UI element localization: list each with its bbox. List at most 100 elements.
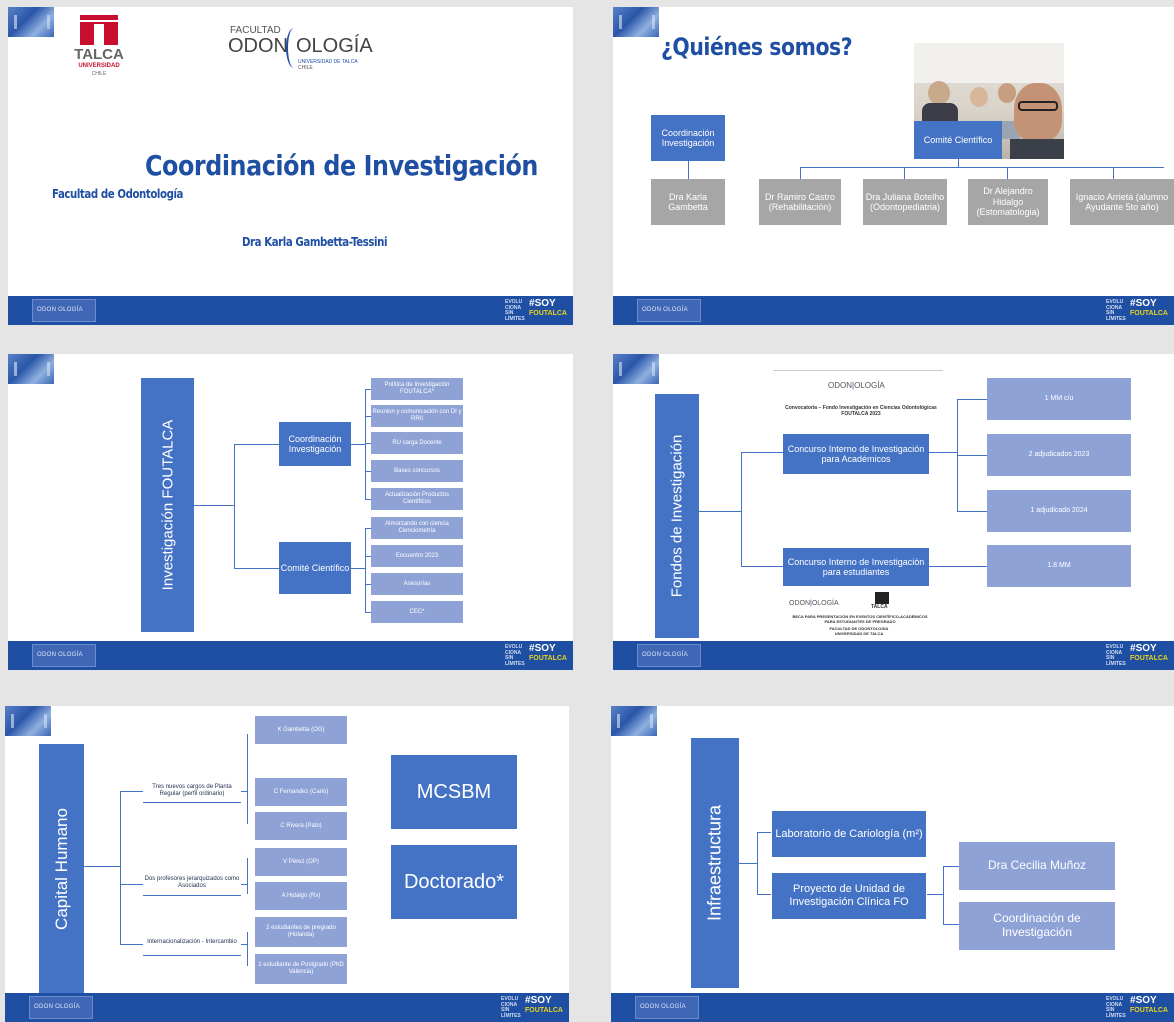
corner-building-image [8, 7, 54, 37]
committee-box: Comité Científico [914, 121, 1002, 159]
connector [741, 452, 742, 566]
connector [688, 161, 689, 179]
connector [957, 399, 987, 400]
connector [957, 455, 987, 456]
slide-title: ¿Quiénes somos? [661, 33, 853, 61]
connector [241, 791, 247, 792]
slide-footer: ODON OLOGÍA EVOLU CIONA SIN LÍMITES #SOY… [613, 641, 1174, 670]
connector [757, 832, 771, 833]
vertical-title-bar: Fondos de Investigación [655, 394, 699, 638]
talca-logo: TALCA UNIVERSIDAD CHILE [68, 15, 130, 85]
academics-box: Concurso Interno de Investigación para A… [783, 434, 929, 474]
group-label: Tres nuevos cargos de Planta Regular (pe… [143, 779, 241, 803]
talca-country: CHILE [91, 71, 107, 77]
slide-6[interactable]: Infraestructura Laboratorio de Cariologí… [611, 706, 1174, 1022]
connector [365, 389, 371, 390]
right-box: Dra Cecilia Muñoz [959, 842, 1115, 890]
footer-logo: ODON OLOGÍA [29, 996, 93, 1019]
footer-logo: ODON OLOGÍA [635, 996, 699, 1019]
connector [904, 167, 905, 179]
corner-building-image [5, 706, 51, 736]
footer-evoluciona: EVOLU CIONA SIN LÍMITES [505, 644, 525, 667]
corner-building-image [611, 706, 657, 736]
connector [1113, 167, 1114, 179]
connector [365, 528, 371, 529]
connector [365, 584, 371, 585]
hr-item: A Hidalgo (Rx) [255, 882, 347, 910]
slide-1[interactable]: TALCA UNIVERSIDAD CHILE FACULTAD ODON OL… [8, 7, 573, 325]
connector [757, 832, 758, 894]
hr-item: V Pérez (OP) [255, 848, 347, 876]
connector [84, 866, 120, 867]
doc-title: Convocatoria – Fondo Investigación en Ci… [785, 405, 937, 417]
slide-footer: ODON OLOGÍA EVOLU CIONA SIN LÍMITES #SOY… [5, 993, 569, 1022]
footer-logo: ODON OLOGÍA [32, 644, 96, 667]
connector [929, 566, 987, 567]
slide-2[interactable]: ¿Quiénes somos? Comité Científico Coordi… [613, 7, 1174, 325]
footer-evoluciona: EVOLU CIONA SIN LÍMITES [501, 996, 521, 1019]
vertical-title: Capital Humano [51, 808, 71, 930]
group-label: Dos profesores jerarquizados como Asocia… [143, 870, 241, 896]
connector [800, 167, 1164, 168]
vertical-title-bar: Capital Humano [39, 744, 84, 994]
committee-item: Asesorías [371, 573, 463, 595]
committee-item: CEC* [371, 601, 463, 623]
doc2-line1: BECA PARA PRESENTACIÓN EN EVENTOS CIENTÍ… [792, 614, 928, 624]
footer-logo: ODON OLOGÍA [637, 299, 701, 322]
corner-building-image [613, 354, 659, 384]
faculty-ologia: OLOGÍA [296, 35, 373, 57]
connector [120, 944, 143, 945]
coord-item: Reunion y comunicación con DI y RRII [371, 405, 463, 427]
slide-footer: ODON OLOGÍA EVOLU CIONA SIN LÍMITES #SOY… [613, 296, 1174, 325]
connector [943, 866, 959, 867]
connector [757, 894, 771, 895]
connector [1007, 167, 1008, 179]
connector [365, 389, 366, 499]
connector [957, 511, 987, 512]
result-box: 1 adjudicado 2024 [987, 490, 1131, 532]
committee-box: Comité Científico [279, 542, 351, 594]
call-document: ODON|OLOGÍA Convocatoria – Fondo Investi… [773, 370, 943, 420]
slide-subtitle: Facultad de Odontología [52, 187, 183, 201]
footer-logo: ODON OLOGÍA [637, 644, 701, 667]
faculty-odon: ODON [228, 35, 288, 57]
faculty-sub: UNIVERSIDAD DE TALCA [298, 59, 358, 65]
connector [365, 556, 371, 557]
connector [365, 416, 371, 417]
talca-name: TALCA [74, 46, 124, 63]
faculty-logo: FACULTAD ODON OLOGÍA UNIVERSIDAD DE TALC… [226, 25, 373, 77]
hr-item: C Fernandez (Cario) [255, 778, 347, 806]
footer-evoluciona: EVOLU CIONA SIN LÍMITES [1106, 644, 1126, 667]
coord-item: Actualización Productos Científicos [371, 488, 463, 510]
connector [234, 568, 279, 569]
connector [365, 612, 371, 613]
project-box: Proyecto de Unidad de Investigación Clín… [771, 872, 927, 920]
faculty-arc [286, 28, 302, 68]
lab-box: Laboratorio de Cariología (m²) [771, 810, 927, 858]
grant-document: ODON|OLOGÍA TALCA BECA PARA PRESENTACIÓN… [785, 590, 935, 652]
result-box: 2 adjudicados 2023 [987, 434, 1131, 476]
corner-building-image [8, 354, 54, 384]
slide-4[interactable]: Fondos de Investigación ODON|OLOGÍA Conv… [613, 354, 1174, 670]
hr-item: 2 estudiantes de pregrado (Holanda) [255, 917, 347, 947]
connector [234, 444, 279, 445]
committee-item: Almorzando con ciencia Cienciometría [371, 517, 463, 539]
connector [800, 167, 801, 179]
connector [365, 443, 371, 444]
slide-3[interactable]: Investigación FOUTALCA Coordinación Inve… [8, 354, 573, 670]
faculty-country: CHILE [298, 65, 313, 71]
group-label: Internacionalización - Intercambio [143, 930, 241, 956]
slide-footer: ODON OLOGÍA EVOLU CIONA SIN LÍMITES #SOY… [611, 993, 1174, 1022]
connector [943, 866, 944, 924]
doctorado-box: Doctorado* [391, 845, 517, 919]
faculty-label: FACULTAD [230, 25, 281, 36]
vertical-title: Investigación FOUTALCA [159, 419, 176, 591]
result-box: 1 MM c/u [987, 378, 1131, 420]
vertical-title: Infraestructura [704, 804, 725, 922]
person-box: Dra Karla Gambetta [651, 179, 725, 225]
slide-5[interactable]: Capital Humano Tres nuevos cargos de Pla… [5, 706, 569, 1022]
